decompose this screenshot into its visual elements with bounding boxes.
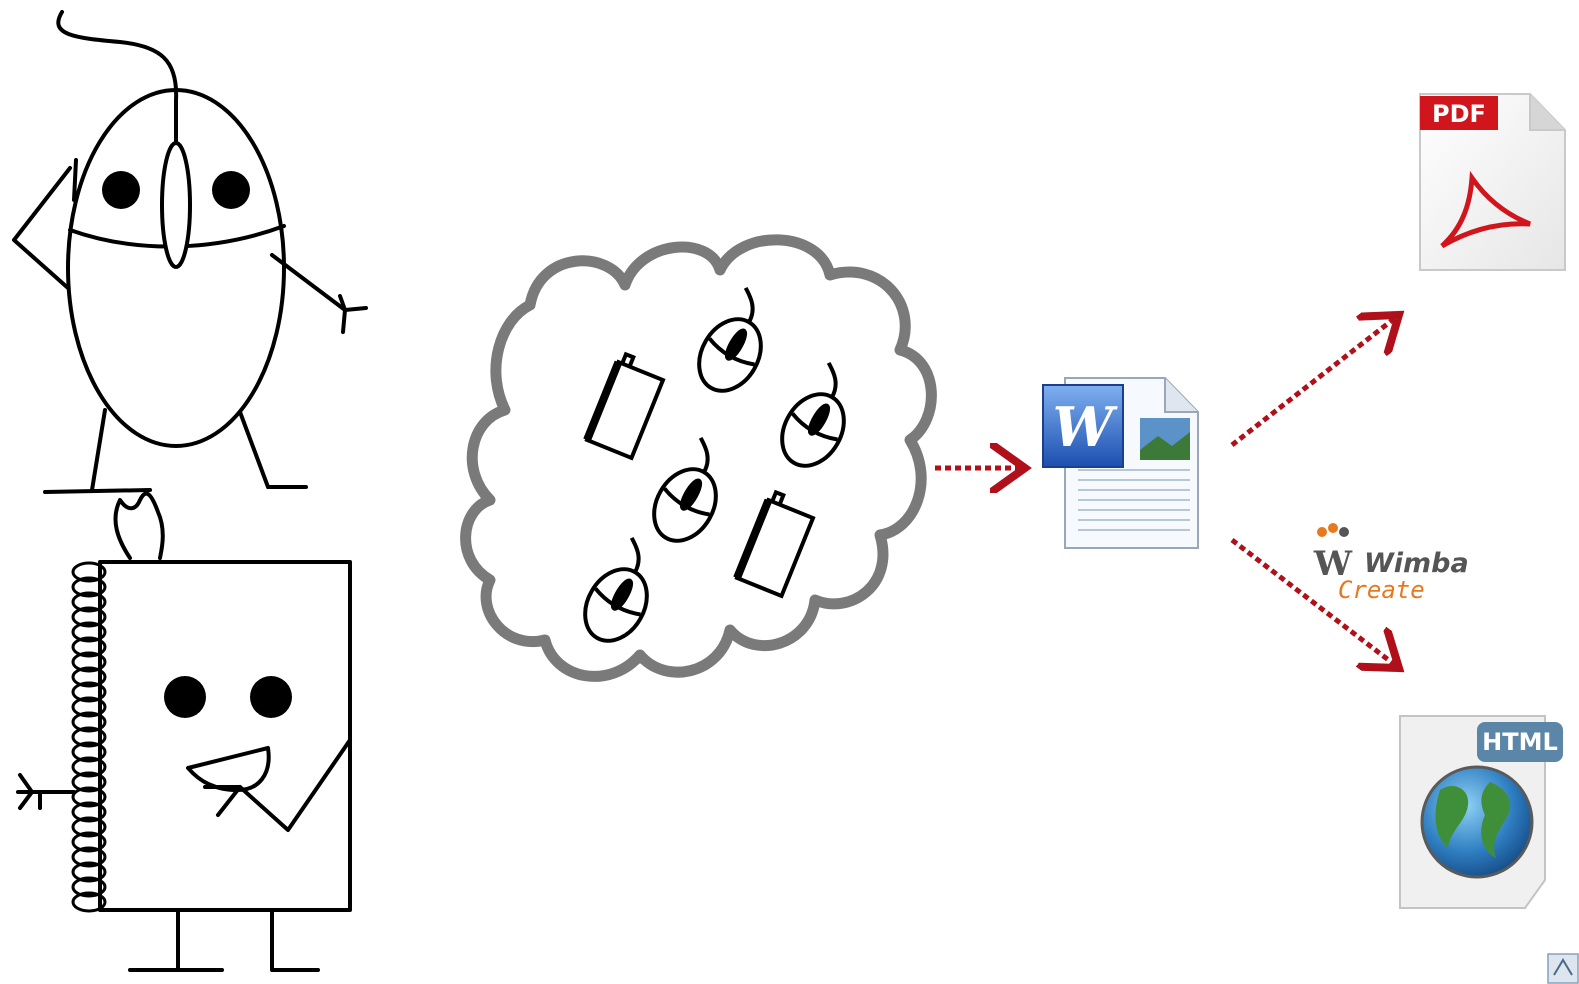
word-document-icon: W	[1042, 377, 1199, 549]
mouse-character	[12, 10, 368, 494]
wimba-create-logo: W Wimba Create	[1313, 523, 1469, 604]
arrow-word-to-pdf	[1230, 318, 1395, 447]
pdf-label: PDF	[1432, 100, 1486, 128]
pdf-file-icon: PDF	[1419, 93, 1566, 271]
wimba-word: Wimba	[1364, 548, 1469, 579]
mouse-right-eye	[212, 171, 250, 209]
arrow-word-to-html	[1230, 538, 1395, 665]
html-file-icon: HTML	[1399, 715, 1563, 909]
cloud-mouse-icon	[583, 286, 846, 643]
notebook-left-eye	[164, 676, 206, 718]
svg-text:W: W	[1053, 395, 1119, 459]
flow-arrows	[935, 318, 1395, 665]
mouse-left-eye	[102, 171, 140, 209]
idea-cloud	[460, 234, 937, 682]
notebook-spiral	[71, 561, 107, 913]
next-slide-icon[interactable]	[1547, 953, 1579, 984]
cloud-notebook-icon	[583, 351, 816, 599]
html-label: HTML	[1482, 728, 1558, 756]
svg-text:W: W	[1313, 544, 1353, 584]
notebook-character	[16, 491, 352, 972]
create-word: Create	[1338, 576, 1425, 604]
notebook-right-eye	[250, 676, 292, 718]
